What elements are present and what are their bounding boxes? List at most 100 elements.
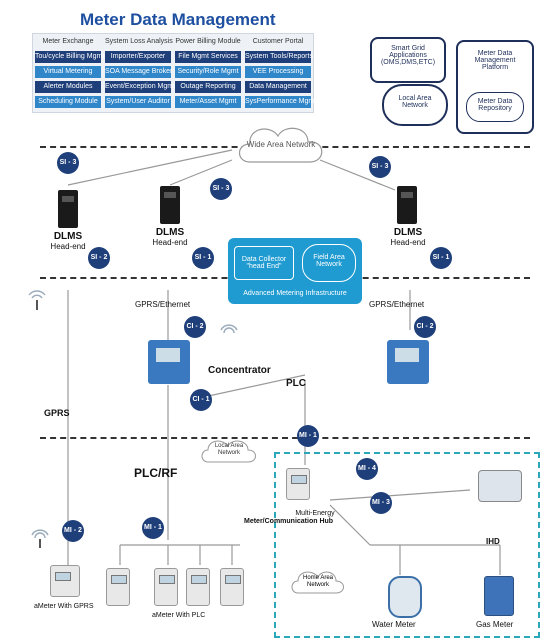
tag-si3-mid: SI - 3: [210, 178, 232, 200]
label-plc-rf: PLC/RF: [134, 466, 178, 480]
label-plc: PLC: [286, 378, 306, 389]
cloud-icon: [201, 440, 256, 463]
ami-footer: Advanced Metering Infrastructure: [243, 290, 347, 297]
mdm-column-header: System Loss Analysis: [105, 38, 173, 45]
lan-mid-line1: Local Area: [214, 443, 244, 449]
dlms-sub: Head-end: [50, 242, 86, 251]
collector-line2: "head End": [246, 263, 282, 270]
ameter-plc-icon: [220, 568, 244, 606]
han-line1: Home Area: [302, 575, 333, 581]
tag-ci1: CI - 1: [190, 389, 212, 411]
tag-mi1-bottom: MI - 1: [142, 517, 164, 539]
concentrator-right-icon: [387, 340, 429, 384]
lan-top-line1: Local Area: [398, 95, 432, 102]
dlms-sub: Head-end: [152, 238, 188, 247]
server-icon: [58, 190, 78, 228]
mdm-module-cell: Event/Exception Mgmt: [105, 81, 175, 93]
mdm-module-cell: System/User Auditor: [105, 96, 171, 108]
fan-line1: Field Area: [313, 254, 345, 261]
lan-top-line2: Network: [402, 102, 428, 109]
mdm-module-cell: Alerter Modules: [35, 81, 101, 93]
wan-label: Wide Area Network: [246, 140, 316, 149]
ihd-device-icon: [478, 470, 522, 502]
dlms-sub: Head-end: [390, 238, 426, 247]
hub-meter-icon: [286, 468, 310, 500]
label-gprs-ethernet-left: GPRS/Ethernet: [135, 300, 191, 309]
label-concentrator: Concentrator: [208, 365, 271, 376]
smart-grid-line1: Smart Grid: [391, 45, 425, 52]
platform-line2: Management: [474, 57, 516, 64]
label-hub1: Multi-Energy: [295, 510, 335, 517]
tag-si1-right: SI - 1: [430, 247, 452, 269]
mdm-column-header: Meter Exchange: [42, 38, 94, 45]
lan-top-bubble: Local Area Network: [382, 84, 448, 126]
mdm-module-cell: SOA Message Broker: [105, 66, 172, 78]
cloud-icon: [291, 571, 344, 594]
tag-mi2: MI - 2: [62, 520, 84, 542]
concentrator-left-icon: [148, 340, 190, 384]
tag-mi4: MI - 4: [356, 458, 378, 480]
label-gprs-ethernet-right: GPRS/Ethernet: [369, 300, 425, 309]
label-gprs: GPRS: [44, 408, 70, 418]
label-water-meter: Water Meter: [372, 620, 416, 629]
mdm-module-cell: Scheduling Module: [35, 96, 101, 108]
lan-mid-cloud: Local Area Network: [198, 436, 260, 466]
tag-mi3: MI - 3: [370, 492, 392, 514]
mdm-module-cell: Data Management: [245, 81, 311, 93]
server-icon: [160, 186, 180, 224]
cloud-icon: [238, 127, 323, 163]
label-gas-meter: Gas Meter: [476, 620, 514, 629]
home-area-network-box: [274, 452, 540, 638]
wireless-signal-icon: [28, 290, 46, 310]
mdm-module-cell: SysPerformance Mgmt: [245, 96, 316, 108]
mdm-module-cell: Tou/cycle Billing Mgmt: [35, 51, 104, 63]
tag-si3-left: SI - 3: [57, 152, 79, 174]
label-ameter-gprs: aMeter With GPRS: [34, 603, 94, 610]
platform-line3: Platform: [481, 64, 509, 71]
repo-line2: Repository: [478, 105, 512, 112]
gas-meter-icon: [484, 576, 514, 616]
wireless-signal-icon: [220, 324, 238, 334]
mdm-module-cell: File Mgmt Services: [175, 51, 241, 63]
water-meter-icon: [388, 576, 422, 618]
wireless-signal-icon: [31, 529, 49, 548]
divider-lan: [40, 437, 530, 439]
server-icon: [397, 186, 417, 224]
ameter-plc-icon: [154, 568, 178, 606]
ami-box: Data Collector "head End" Field Area Net…: [228, 238, 362, 304]
label-ihd: IHD: [486, 537, 500, 546]
data-collector-box: Data Collector "head End": [234, 246, 294, 280]
mdm-module-cell: System Tools/Reports: [245, 51, 313, 63]
mdm-title: Meter Data Management: [80, 10, 276, 29]
smart-grid-line2: Applications: [389, 52, 427, 59]
ameter-gprs-icon: [50, 565, 80, 597]
ameter-plc-icon: [106, 568, 130, 606]
mdm-column-header: Power Billing Module: [175, 38, 241, 45]
tag-si3-right: SI - 3: [369, 156, 391, 178]
collector-line1: Data Collector: [241, 256, 287, 263]
dlms-name: DLMS: [155, 227, 185, 238]
dlms-name: DLMS: [393, 227, 423, 238]
platform-line1: Meter Data: [477, 50, 513, 57]
han-cloud: Home Area Network: [288, 567, 348, 597]
repo-line1: Meter Data: [477, 98, 513, 105]
wan-cloud: Wide Area Network: [232, 118, 330, 172]
mdm-module-cell: Virtual Metering: [35, 66, 101, 78]
field-area-network-bubble: Field Area Network: [302, 244, 356, 282]
mdm-module-cell: Security/Role Mgmt: [175, 66, 241, 78]
mdm-module-cell: Meter/Asset Mgmt: [175, 96, 241, 108]
label-hub2: Meter/Communication Hub: [244, 518, 334, 525]
tag-ci2-right: CI - 2: [414, 316, 436, 338]
fan-line2: Network: [316, 261, 342, 268]
smart-grid-line3: (OMS,DMS,ETC): [380, 59, 436, 66]
mdm-module-cell: VEE Processing: [245, 66, 311, 78]
repository-box: Meter Data Repository: [466, 92, 524, 122]
mdm-platform-box: Meter Data Management Platform Meter Dat…: [456, 40, 534, 134]
dlms-name: DLMS: [53, 231, 83, 242]
mdm-column-header: Customer Portal: [252, 38, 304, 45]
lan-mid-line2: Network: [217, 450, 240, 456]
